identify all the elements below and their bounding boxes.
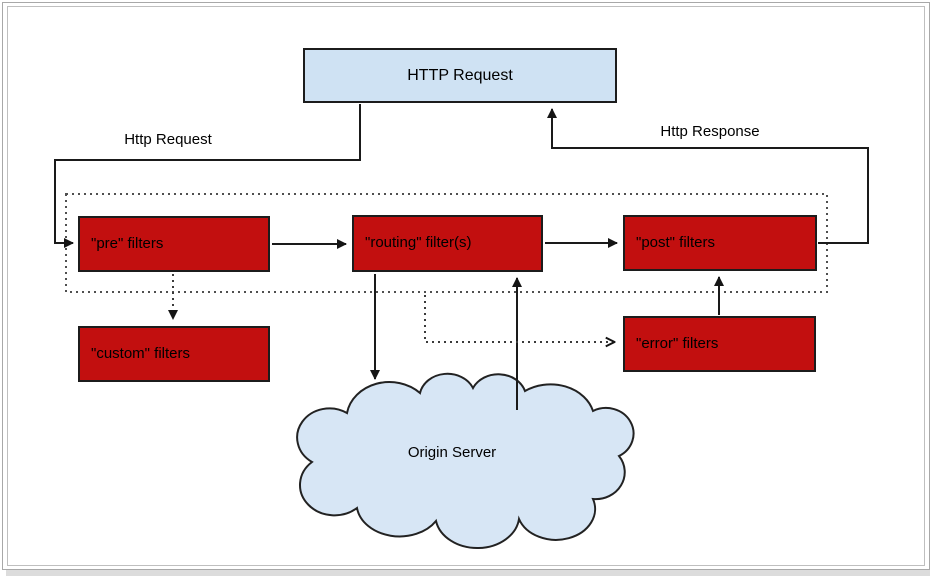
custom-filters-node-label: "custom" filters bbox=[91, 344, 191, 362]
http-request-edge-label: Http Request bbox=[124, 131, 212, 148]
origin-server-label: Origin Server bbox=[407, 444, 497, 461]
post-filters-node: "post" filters bbox=[623, 215, 817, 271]
post-filters-node-label: "post" filters bbox=[636, 233, 716, 251]
pre-filters-node: "pre" filters bbox=[78, 216, 270, 272]
http-response-edge-label: Http Response bbox=[660, 123, 760, 140]
inner-frame bbox=[7, 6, 925, 566]
error-filters-node-label: "error" filters bbox=[636, 334, 719, 352]
routing-filters-node: "routing" filter(s) bbox=[352, 215, 543, 272]
request-flow-arrow bbox=[54, 104, 361, 248]
http-request-node-label: HTTP Request bbox=[407, 66, 513, 84]
custom-filters-node: "custom" filters bbox=[78, 326, 270, 382]
http-request-node: HTTP Request bbox=[303, 48, 617, 103]
boundary-to-error-dotted-arrow bbox=[424, 295, 614, 342]
routing-filters-node-label: "routing" filter(s) bbox=[365, 234, 472, 252]
response-flow-arrow bbox=[547, 108, 869, 244]
pre-filters-node-label: "pre" filters bbox=[91, 234, 164, 252]
error-filters-node: "error" filters bbox=[623, 316, 816, 372]
origin-server-cloud bbox=[296, 372, 635, 550]
